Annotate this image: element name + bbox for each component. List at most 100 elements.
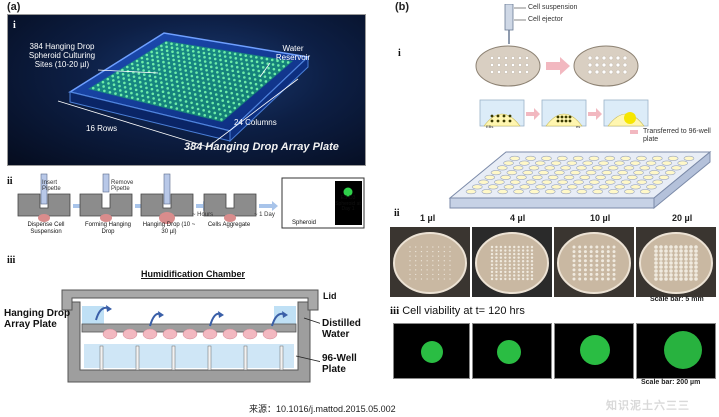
well-dot [255,56,258,59]
well-dot [145,53,149,57]
well-dot [273,72,277,76]
well-dot [200,72,204,75]
arrow-right-icon [546,57,570,75]
rows-dimension-line [57,100,209,148]
pipette-icon [163,173,171,205]
well-dot [135,93,139,96]
well [529,189,540,195]
drop-dot [490,70,494,74]
well-dot [157,68,161,71]
well-dot [187,57,191,60]
well [509,155,521,161]
well-dot [224,85,227,89]
well [506,170,518,176]
well-dot [236,97,240,101]
well-dot [214,116,218,120]
panel-a-label: (a) [7,1,21,13]
well-dot [216,102,220,106]
drop-dot [587,69,593,75]
well-dot [151,92,155,96]
well [655,165,666,171]
drop-dot [608,69,614,75]
well [614,160,625,166]
well-dot [223,109,227,112]
cell-image-1 [393,323,470,379]
well-dot [257,69,261,73]
well-dot [151,62,155,66]
well-dot [238,79,242,83]
well-dot [199,63,202,67]
well-dot [168,96,171,99]
drop-dot [497,70,501,74]
well [629,160,641,166]
well-dot [139,85,143,88]
well-dot [234,57,238,60]
dish-1-drops [490,56,529,74]
well-dot [180,76,184,80]
well [645,160,657,166]
well-dot [213,53,216,57]
well [550,160,562,166]
plate-cross-section [203,193,257,217]
well [617,170,629,176]
water-reservoir-left [82,306,104,324]
well-dot [213,57,217,61]
well-dot [226,73,230,76]
well-dot [147,100,151,104]
well-dot [239,57,243,61]
well-plate-front [449,197,655,209]
well [595,174,606,180]
well-dot [237,75,241,78]
well-dot [174,102,178,106]
well-dot [222,104,226,107]
well-dot [131,66,135,70]
cell-ejection-diagram [475,4,639,87]
well [611,174,622,180]
well-dot [207,110,211,113]
well-dot [236,70,240,74]
plate-cross-section [79,193,133,217]
well-dot [227,77,231,81]
well-dot [203,86,206,89]
well-dot [188,91,192,95]
well-divider [99,345,104,371]
well-dot [226,100,230,104]
well-dot [207,48,210,52]
well-dot [255,60,259,64]
well-dot [164,41,168,45]
well-dot [210,96,214,100]
arrow-right-icon [259,201,278,211]
well-dot [112,83,116,87]
well [560,189,572,195]
chamber-lid [61,289,319,311]
well-dot [187,87,191,90]
well-dot [165,82,169,86]
well-dot [224,59,228,63]
well-dot [175,80,179,83]
well-dot [127,74,130,77]
well-dot [177,89,181,93]
well [646,184,657,190]
well-dot [171,88,175,91]
step-label-3: Hanging Drop (10 ~ 30 µl) [142,222,196,235]
well [636,155,647,161]
well-dot [219,112,222,116]
well-dot [191,49,195,53]
well-dot [128,82,132,86]
well-dot [195,71,198,74]
hanging-drop-process-diagram [17,173,365,229]
distilled-water-label: Distilled Water [322,318,361,340]
well-dot [134,84,137,87]
well-dot [189,65,192,69]
well-dot [211,74,215,78]
drop-dot [518,63,522,67]
sites-label: 384 Hanging Drop Spheroid Culturing Site… [28,42,96,69]
well-dot [206,77,210,81]
well [471,184,483,190]
well-dot [270,58,274,62]
well-dot [185,105,189,108]
cell-image-3 [554,323,634,379]
well-dot [197,112,201,116]
well-dot [165,49,169,53]
well-dot [142,99,145,102]
